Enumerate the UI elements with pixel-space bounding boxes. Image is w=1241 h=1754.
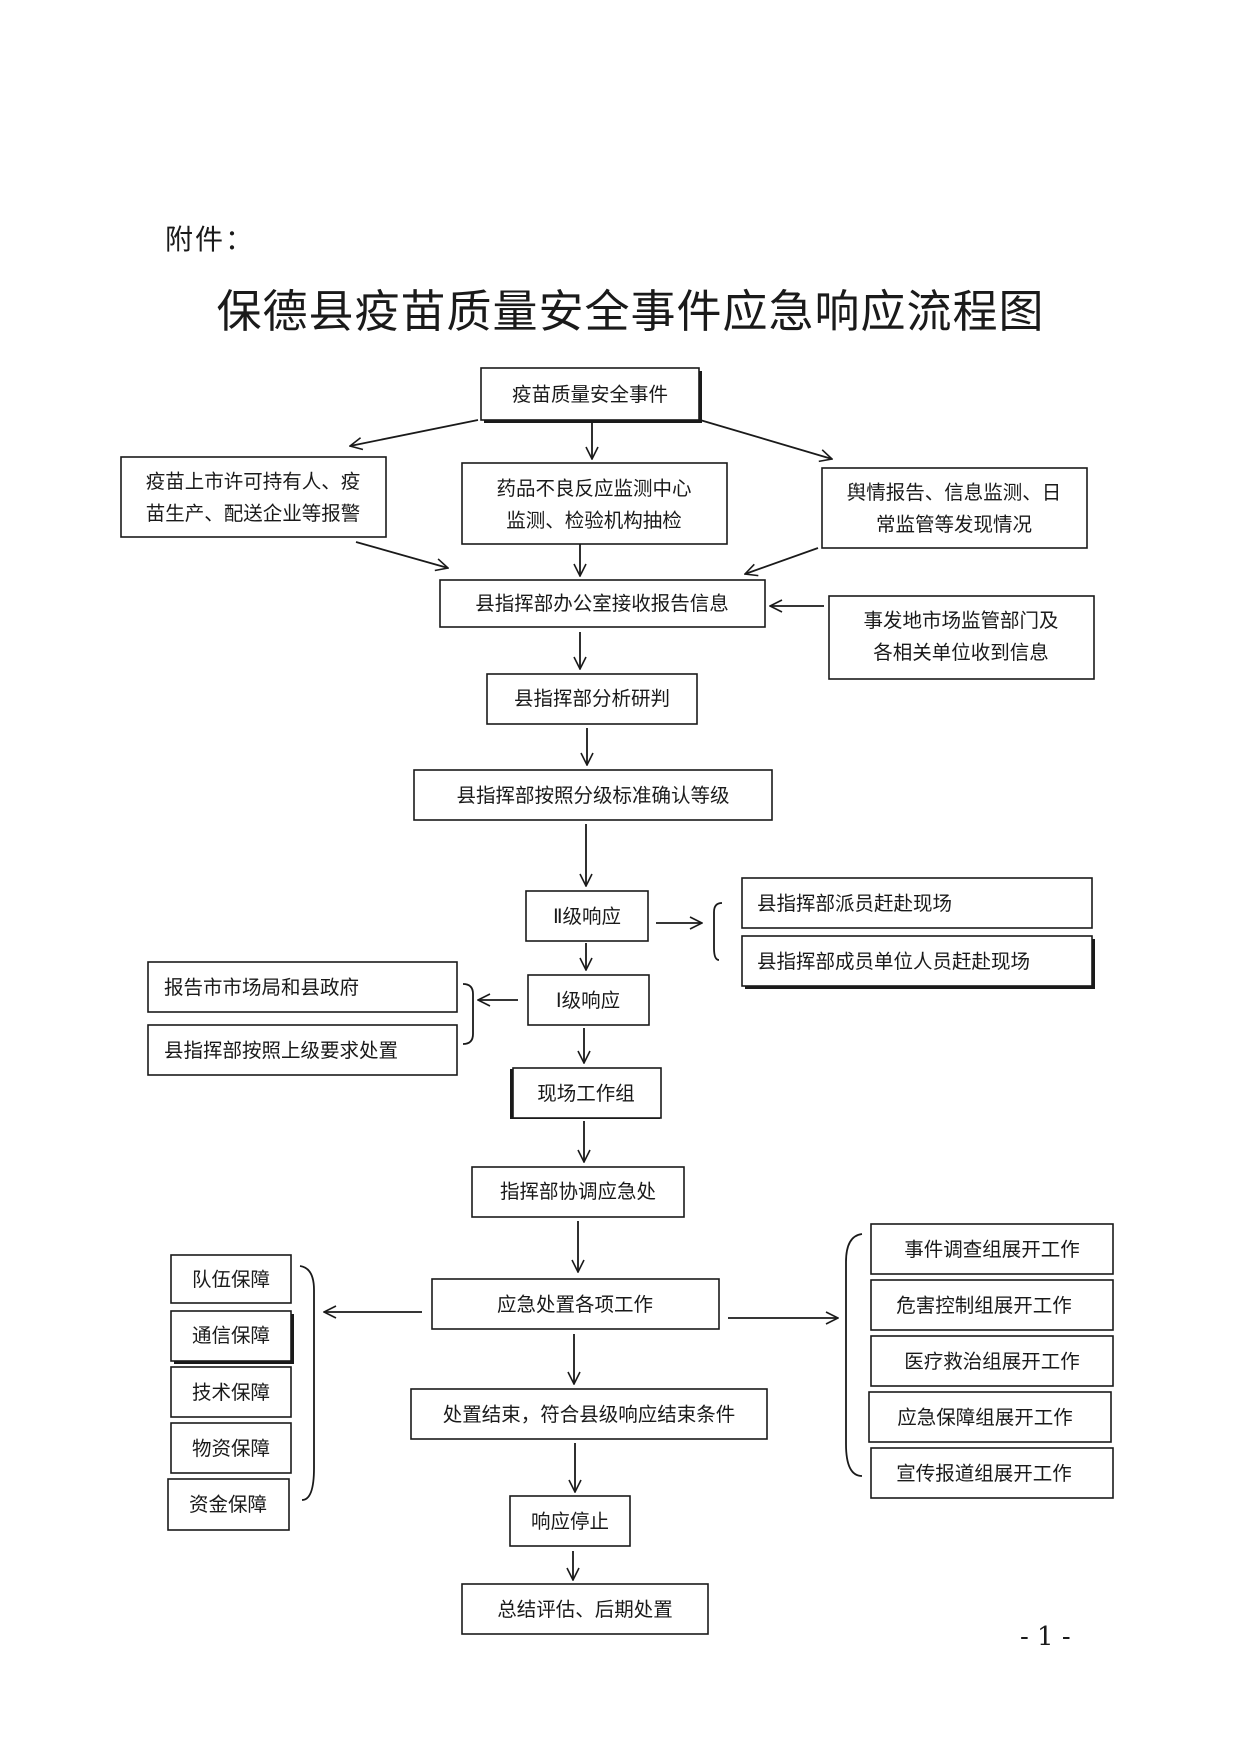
local-units-line1: 事发地市场监管部门及: [863, 609, 1058, 632]
event-box: 疫苗质量安全事件: [480, 367, 702, 423]
source-adr-line1: 药品不良反应监测中心: [496, 477, 691, 500]
coordination-label: 指挥部协调应急处: [500, 1180, 656, 1203]
document-title: 保德县疫苗质量安全事件应急响应流程图: [216, 285, 1045, 338]
level1-action-2-box: 县指挥部按照上级要求处置: [147, 1024, 458, 1076]
bracket-level2-actions: [713, 902, 723, 961]
bracket-working-groups: [845, 1233, 863, 1477]
guarantee-2-label: 通信保障: [192, 1324, 270, 1347]
working-group-3-label: 医疗救治组展开工作: [904, 1350, 1080, 1373]
level2-action-1-box: 县指挥部派员赶赴现场: [741, 877, 1093, 929]
level2-action-2-box: 县指挥部成员单位人员赶赴现场: [741, 935, 1095, 989]
guarantee-2-box: 通信保障: [170, 1310, 294, 1364]
coordination-box: 指挥部协调应急处: [471, 1166, 685, 1218]
working-group-4-label: 应急保障组展开工作: [897, 1406, 1073, 1429]
response-stop-label: 响应停止: [531, 1510, 609, 1533]
local-units-box: 事发地市场监管部门及 各相关单位收到信息: [828, 595, 1095, 680]
guarantee-4-box: 物资保障: [170, 1422, 292, 1474]
summary-box: 总结评估、后期处置: [461, 1583, 709, 1635]
working-group-3-box: 医疗救治组展开工作: [870, 1335, 1114, 1387]
source-enterprise-line2: 苗生产、配送企业等报警: [146, 502, 361, 525]
bracket-guarantees: [299, 1265, 315, 1501]
analysis-box: 县指挥部分析研判: [486, 673, 698, 725]
working-group-2-label: 危害控制组展开工作: [896, 1294, 1072, 1317]
guarantee-1-label: 队伍保障: [192, 1268, 270, 1291]
level2-action-2-label: 县指挥部成员单位人员赶赴现场: [757, 950, 1030, 973]
source-opinion-line2: 常监管等发现情况: [876, 513, 1032, 536]
grade-confirm-label: 县指挥部按照分级标准确认等级: [456, 784, 729, 807]
level1-action-1-label: 报告市市场局和县政府: [164, 976, 359, 999]
level1-response-box: Ⅰ级响应: [527, 974, 650, 1026]
guarantee-3-box: 技术保障: [170, 1366, 292, 1418]
guarantee-5-label: 资金保障: [189, 1493, 267, 1516]
source-adr-line2: 监测、检验机构抽检: [506, 509, 682, 532]
working-group-2-box: 危害控制组展开工作: [870, 1279, 1114, 1331]
event-label: 疫苗质量安全事件: [512, 383, 668, 406]
emergency-work-box: 应急处置各项工作: [431, 1278, 720, 1330]
emergency-work-label: 应急处置各项工作: [497, 1293, 653, 1316]
level1-response-label: Ⅰ级响应: [556, 989, 620, 1012]
response-stop-box: 响应停止: [509, 1495, 631, 1547]
page-number: - 1 -: [1020, 1622, 1071, 1652]
analysis-label: 县指挥部分析研判: [514, 687, 670, 710]
disposal-end-label: 处置结束，符合县级响应结束条件: [443, 1403, 736, 1426]
guarantee-4-label: 物资保障: [192, 1437, 270, 1460]
working-group-5-box: 宣传报道组展开工作: [870, 1447, 1114, 1499]
arrow-opinion-to-office: [745, 547, 819, 574]
attachment-heading: 附件：: [165, 223, 256, 256]
level2-response-box: Ⅱ级响应: [525, 890, 649, 942]
guarantee-3-label: 技术保障: [192, 1381, 270, 1404]
grade-confirm-box: 县指挥部按照分级标准确认等级: [413, 769, 773, 821]
onsite-group-label: 现场工作组: [537, 1082, 635, 1105]
arrow-event-to-opinion: [699, 419, 832, 459]
working-group-5-label: 宣传报道组展开工作: [896, 1462, 1072, 1485]
disposal-end-box: 处置结束，符合县级响应结束条件: [410, 1388, 768, 1440]
working-group-4-box: 应急保障组展开工作: [868, 1391, 1112, 1443]
source-opinion-line1: 舆情报告、信息监测、日: [847, 481, 1062, 504]
local-units-line2: 各相关单位收到信息: [873, 641, 1049, 664]
working-group-1-label: 事件调查组展开工作: [904, 1238, 1080, 1261]
source-adr-box: 药品不良反应监测中心 监测、检验机构抽检: [461, 462, 728, 545]
level2-action-1-label: 县指挥部派员赶赴现场: [757, 892, 952, 915]
guarantee-1-box: 队伍保障: [170, 1254, 292, 1304]
level2-response-label: Ⅱ级响应: [553, 905, 621, 928]
summary-label: 总结评估、后期处置: [497, 1598, 673, 1621]
office-receives-box: 县指挥部办公室接收报告信息: [439, 579, 766, 628]
guarantee-5-box: 资金保障: [167, 1478, 290, 1531]
arrow-enterprise-to-office: [355, 541, 448, 568]
bracket-level1-actions: [462, 983, 474, 1045]
working-group-1-box: 事件调查组展开工作: [870, 1223, 1114, 1275]
office-receives-label: 县指挥部办公室接收报告信息: [475, 592, 729, 615]
source-enterprise-box: 疫苗上市许可持有人、疫 苗生产、配送企业等报警: [120, 456, 387, 538]
onsite-group-box: 现场工作组: [510, 1067, 662, 1119]
brackets: [299, 902, 863, 1501]
level1-action-2-label: 县指挥部按照上级要求处置: [164, 1039, 398, 1062]
source-opinion-box: 舆情报告、信息监测、日 常监管等发现情况: [821, 467, 1088, 549]
connectors: [324, 419, 838, 1580]
level1-action-1-box: 报告市市场局和县政府: [147, 961, 458, 1013]
arrow-event-to-enterprise: [350, 419, 479, 446]
source-enterprise-line1: 疫苗上市许可持有人、疫: [146, 470, 361, 493]
